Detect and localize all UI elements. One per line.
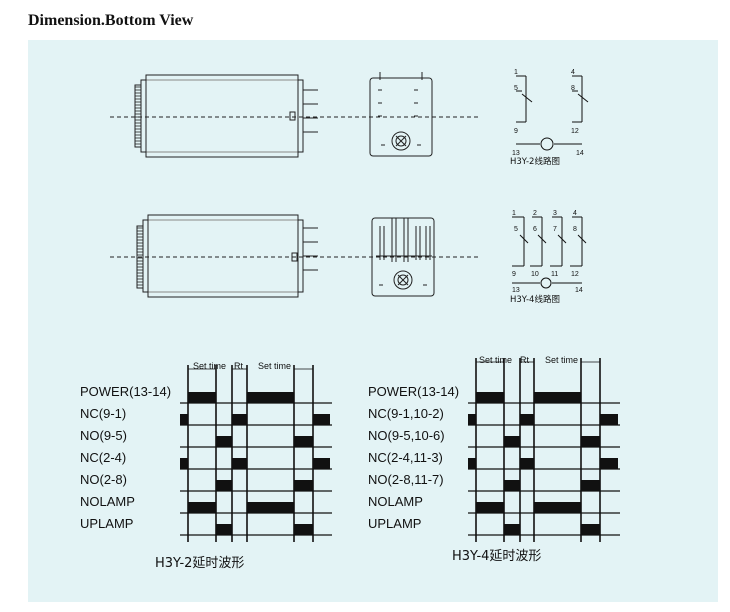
signal-label: NC(2-4) <box>80 450 126 465</box>
pin-label: 4 <box>571 69 575 76</box>
pulse <box>216 524 232 535</box>
pulse <box>294 436 313 447</box>
relay-side-view-h3y4 <box>142 214 318 298</box>
timing-chart-h3y4: POWER(13-14) NC(9-1,10-2) NO(9-5,10-6) N… <box>368 355 620 564</box>
pin-label: 13 <box>512 287 520 294</box>
timing-chart-h3y2: POWER(13-14) NC(9-1) NO(9-5) NC(2-4) NO(… <box>80 361 332 571</box>
relay-bottom-view-h3y4 <box>371 217 435 297</box>
pulse <box>476 392 504 403</box>
signal-label: NOLAMP <box>368 494 423 509</box>
pulse <box>294 480 313 491</box>
pulse <box>504 480 520 491</box>
pin-label: 12 <box>571 271 579 278</box>
signal-label: NC(9-1,10-2) <box>368 406 444 421</box>
pulse <box>188 502 216 513</box>
signal-label: NO(9-5,10-6) <box>368 428 445 443</box>
pulse <box>520 414 534 425</box>
pulse <box>232 414 247 425</box>
pulse <box>534 502 581 513</box>
pin-label: 10 <box>531 271 539 278</box>
pulse <box>216 480 232 491</box>
schematic-h3y4 <box>512 216 587 289</box>
set-time-label: Set time <box>545 355 578 365</box>
rt-label: Rt <box>520 355 529 365</box>
pulse <box>247 392 294 403</box>
signal-label: POWER(13-14) <box>80 384 171 399</box>
pulse <box>180 414 188 425</box>
knurled-knob <box>134 84 142 148</box>
pin-label: 8 <box>571 85 575 92</box>
pin-label: 2 <box>533 210 537 217</box>
pulse <box>468 414 476 425</box>
signal-label: POWER(13-14) <box>368 384 459 399</box>
pin-label: 14 <box>576 150 584 157</box>
pin-label: 5 <box>514 85 518 92</box>
rt-label: Rt <box>234 361 243 371</box>
signal-label: NO(2-8) <box>80 472 127 487</box>
pin-label: 5 <box>514 226 518 233</box>
pulse <box>294 524 313 535</box>
pin-label: 14 <box>575 287 583 294</box>
schematic-caption: H3Y-2线路图 <box>510 156 560 167</box>
pulse <box>504 524 520 535</box>
pulse <box>180 458 188 469</box>
signal-label: NC(2-4,11-3) <box>368 450 443 465</box>
pulse <box>600 414 618 425</box>
diagram-panel <box>28 40 718 602</box>
signal-label: UPLAMP <box>368 516 421 531</box>
pulse <box>216 436 232 447</box>
set-time-label: Set time <box>479 355 512 365</box>
timing-caption: H3Y-2延时波形 <box>155 556 244 571</box>
signal-label: NO(2-8,11-7) <box>368 472 444 487</box>
set-time-label: Set time <box>258 361 291 371</box>
pulse <box>247 502 294 513</box>
schematic-caption: H3Y-4线路图 <box>510 294 560 305</box>
schematic-h3y2 <box>516 75 589 151</box>
pulse <box>232 458 247 469</box>
waveforms <box>468 358 620 542</box>
page-title: Dimension.Bottom View <box>28 12 194 29</box>
pulse <box>188 392 216 403</box>
knob-body <box>134 84 142 148</box>
pin-label: 3 <box>553 210 557 217</box>
knurled-knob <box>136 225 144 289</box>
pulse <box>600 458 618 469</box>
pin-label: 11 <box>551 271 558 278</box>
signal-label: NOLAMP <box>80 494 135 509</box>
pin-label: 12 <box>571 128 579 135</box>
pulse <box>581 524 600 535</box>
pin-label: 4 <box>573 210 577 217</box>
pulse <box>534 392 581 403</box>
signal-label: NO(9-5) <box>80 428 127 443</box>
pulse <box>520 458 534 469</box>
pin-label: 9 <box>514 128 518 135</box>
pin-label: 6 <box>533 226 537 233</box>
pulse <box>476 502 504 513</box>
pin-label: 9 <box>512 271 516 278</box>
knob-body <box>136 225 144 289</box>
pulse <box>581 480 600 491</box>
set-time-label: Set time <box>193 361 226 371</box>
relay-side-view-h3y2 <box>140 74 318 158</box>
pulse <box>313 414 330 425</box>
timing-caption: H3Y-4延时波形 <box>452 549 541 564</box>
signal-label: UPLAMP <box>80 516 133 531</box>
pin-label: 7 <box>553 226 557 233</box>
signal-label: NC(9-1) <box>80 406 126 421</box>
pin-label: 1 <box>514 69 518 76</box>
pin-label: 8 <box>573 226 577 233</box>
pin-label: 1 <box>512 210 516 217</box>
pulse <box>581 436 600 447</box>
pulse <box>504 436 520 447</box>
relay-bottom-view-h3y2 <box>369 72 433 157</box>
pulse <box>468 458 476 469</box>
pin-label: 13 <box>512 150 520 157</box>
waveforms <box>180 365 332 542</box>
pulse <box>313 458 330 469</box>
